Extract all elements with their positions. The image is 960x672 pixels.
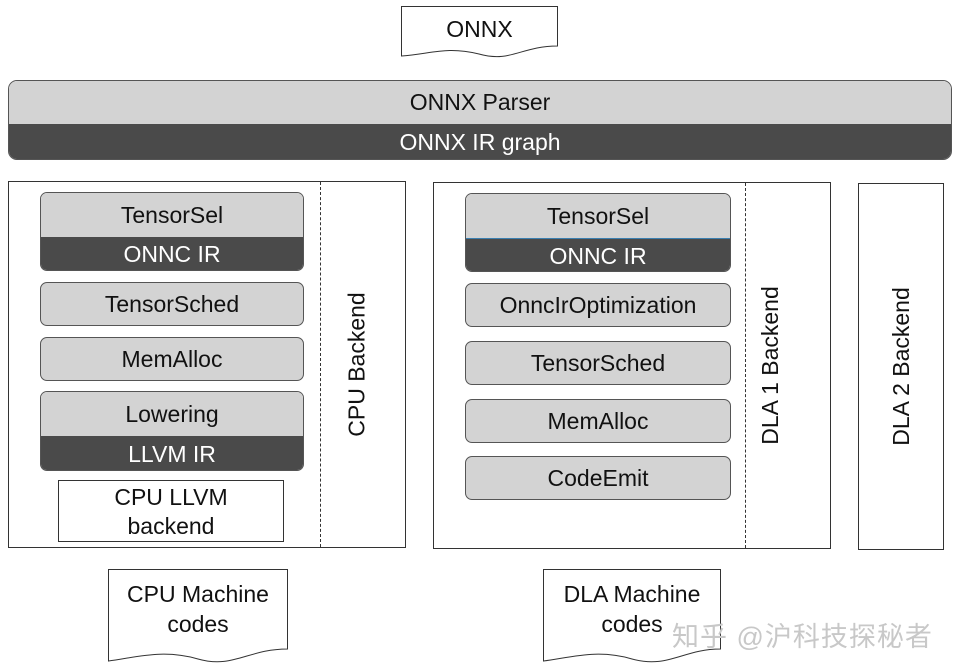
document-shape bbox=[108, 569, 288, 663]
dla1-tensorsched-block: TensorSched bbox=[465, 341, 731, 385]
cpu-machine-codes-document: CPU Machine codes bbox=[108, 569, 288, 665]
dla1-optimization-block: OnncIrOptimization bbox=[465, 283, 731, 327]
onnx-ir-graph-label: ONNX IR graph bbox=[9, 124, 951, 159]
document-shape bbox=[401, 6, 558, 58]
dla1-backend-divider bbox=[745, 183, 746, 548]
onnx-input-label: ONNX bbox=[446, 16, 513, 42]
cpu-machine-codes-line2: codes bbox=[167, 611, 229, 637]
cpu-tensorsel-label: TensorSel bbox=[41, 193, 303, 237]
cpu-llvm-backend-block: CPU LLVM backend bbox=[58, 480, 284, 542]
cpu-memalloc-block: MemAlloc bbox=[40, 337, 304, 381]
dla1-onnc-ir-label: ONNC IR bbox=[466, 238, 730, 271]
cpu-backend-divider bbox=[320, 182, 321, 547]
cpu-llvm-ir-label: LLVM IR bbox=[41, 436, 303, 470]
dla1-backend-title: DLA 1 Backend bbox=[756, 286, 783, 445]
onnx-parser-block: ONNX Parser ONNX IR graph bbox=[8, 80, 952, 160]
cpu-machine-codes-line1: CPU Machine bbox=[127, 581, 269, 607]
document-shape bbox=[543, 569, 721, 663]
watermark-text: 知乎 @沪科技探秘者 bbox=[672, 622, 933, 652]
onnx-parser-label: ONNX Parser bbox=[9, 81, 951, 124]
cpu-backend-title: CPU Backend bbox=[343, 292, 370, 437]
cpu-lowering-block: Lowering LLVM IR bbox=[40, 391, 304, 471]
dla1-backend-panel: DLA 1 Backend TensorSel ONNC IR OnncIrOp… bbox=[433, 182, 831, 549]
cpu-tensorsel-block: TensorSel ONNC IR bbox=[40, 192, 304, 271]
dla1-memalloc-block: MemAlloc bbox=[465, 399, 731, 443]
dla-machine-codes-line1: DLA Machine bbox=[563, 581, 701, 607]
dla-machine-codes-line2: codes bbox=[601, 611, 663, 637]
dla1-tensorsel-block: TensorSel ONNC IR bbox=[465, 193, 731, 272]
onnx-input-document: ONNX bbox=[401, 6, 558, 58]
dla2-backend-panel: DLA 2 Backend bbox=[858, 183, 944, 550]
cpu-tensorsched-block: TensorSched bbox=[40, 282, 304, 326]
dla2-backend-title: DLA 2 Backend bbox=[887, 287, 914, 446]
dla1-tensorsel-label: TensorSel bbox=[466, 194, 730, 238]
cpu-llvm-backend-line2: backend bbox=[127, 513, 215, 539]
cpu-backend-panel: CPU Backend TensorSel ONNC IR TensorSche… bbox=[8, 181, 406, 548]
dla1-codeemit-block: CodeEmit bbox=[465, 456, 731, 500]
cpu-lowering-label: Lowering bbox=[41, 392, 303, 436]
cpu-llvm-backend-line1: CPU LLVM bbox=[114, 484, 228, 510]
dla-machine-codes-document: DLA Machine codes bbox=[543, 569, 721, 665]
cpu-onnc-ir-label: ONNC IR bbox=[41, 237, 303, 270]
